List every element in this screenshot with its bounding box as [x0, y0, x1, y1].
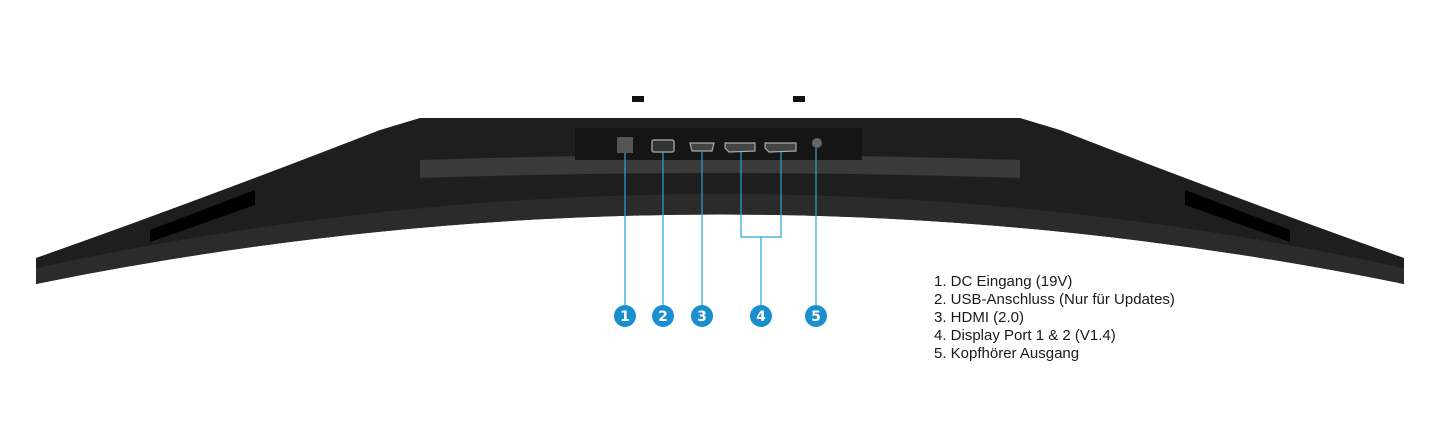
legend-item: 5. Kopfhörer Ausgang: [934, 345, 1080, 362]
usb-port: [651, 139, 675, 153]
hdmi-port: [689, 142, 715, 152]
callout-1: 1: [614, 305, 636, 327]
port-legend: 1. DC Eingang (19V) 2. USB-Anschluss (Nu…: [934, 273, 1175, 363]
legend-item: 2. USB-Anschluss (Nur für Updates): [934, 291, 1175, 308]
svg-text:3: 3: [697, 309, 707, 325]
displayport-1: [724, 142, 756, 153]
svg-text:5: 5: [811, 309, 821, 325]
legend-item: 1. DC Eingang (19V): [934, 273, 1073, 290]
callout-3: 3: [691, 305, 713, 327]
svg-text:1: 1: [620, 309, 630, 325]
callout-2: 2: [652, 305, 674, 327]
svg-text:4: 4: [756, 309, 766, 325]
vent-right: [1185, 190, 1290, 242]
back-ridge: [420, 155, 1020, 178]
leader-lines: [624, 148, 817, 305]
mount-slot: [632, 96, 644, 102]
legend-item: 4. Display Port 1 & 2 (V1.4): [934, 327, 1116, 344]
headphone-jack: [812, 138, 822, 148]
callout-5: 5: [805, 305, 827, 327]
dc-port: [617, 137, 633, 153]
monitor-front-strip: [36, 194, 1404, 284]
displayport-2: [764, 142, 797, 153]
callout-4: 4: [750, 305, 772, 327]
vent-left: [150, 190, 255, 242]
mount-slot: [793, 96, 805, 102]
svg-text:2: 2: [658, 309, 668, 325]
legend-item: 3. HDMI (2.0): [934, 309, 1025, 326]
